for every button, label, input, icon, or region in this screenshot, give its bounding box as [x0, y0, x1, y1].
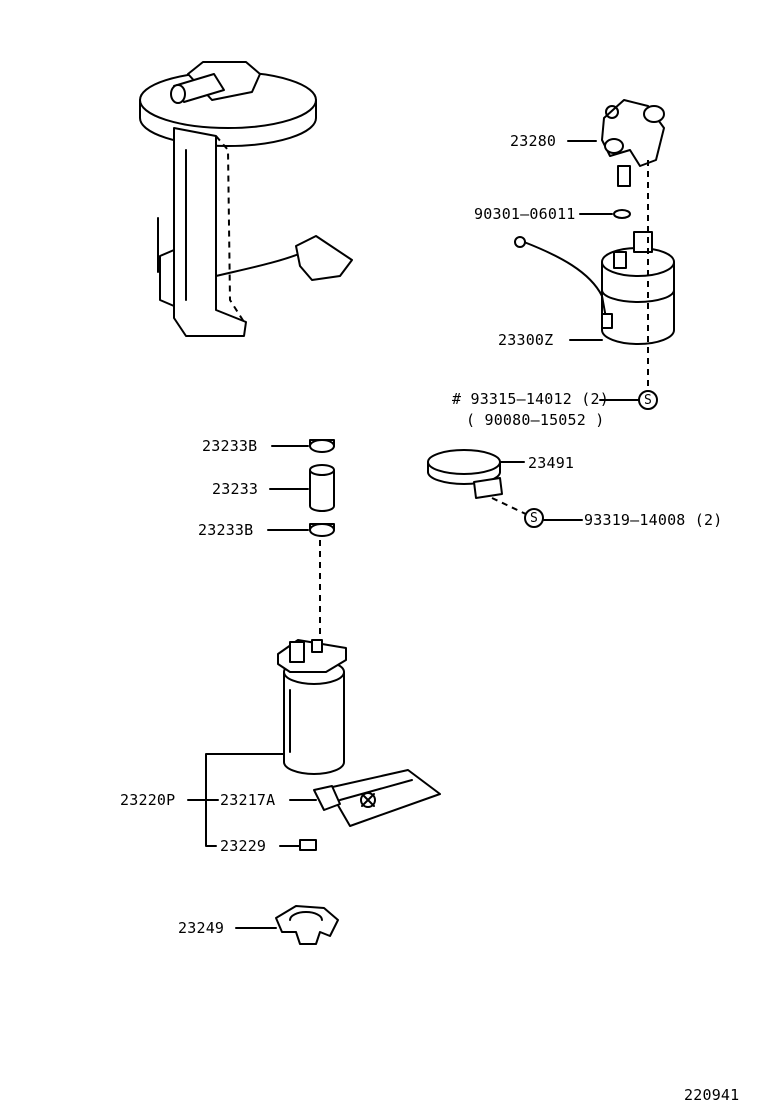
part-90301-06011-washer	[613, 209, 631, 219]
s-mark-2: S	[530, 511, 539, 526]
part-23217a-strainer	[313, 769, 441, 827]
label-23217a: 23217A	[220, 791, 276, 809]
part-23280	[601, 99, 665, 187]
part-23233-hose	[309, 464, 335, 512]
part-23249	[275, 905, 339, 945]
label-23300z: 23300Z	[498, 331, 554, 349]
part-23491-clamp	[427, 449, 503, 499]
label-93319-14008: 93319–14008 (2)	[584, 511, 723, 529]
label-93315-14012: # 93315–14012 (2)	[452, 390, 609, 408]
label-23233: 23233	[212, 480, 259, 498]
part-23233b-top-clamp	[309, 439, 335, 453]
label-23229: 23229	[220, 837, 267, 855]
label-90080-15052: ( 90080–15052 )	[466, 411, 605, 429]
part-23233b-bottom-clamp	[309, 523, 335, 537]
label-23491: 23491	[528, 454, 575, 472]
s-circle-2	[524, 508, 544, 528]
fuel-pump	[277, 639, 347, 775]
s-mark-1: S	[644, 393, 653, 408]
label-23233b-top: 23233B	[202, 437, 258, 455]
figure-number: 220941	[684, 1086, 740, 1104]
label-90301-06011: 90301–06011	[474, 205, 576, 223]
fuel-sender-assembly	[139, 61, 353, 337]
label-23249: 23249	[178, 919, 225, 937]
part-23300z-filter	[514, 231, 675, 345]
label-23280: 23280	[510, 132, 557, 150]
label-23233b-bottom: 23233B	[198, 521, 254, 539]
label-23220p: 23220P	[120, 791, 176, 809]
leader-lines	[187, 140, 639, 929]
part-23229	[299, 839, 317, 851]
